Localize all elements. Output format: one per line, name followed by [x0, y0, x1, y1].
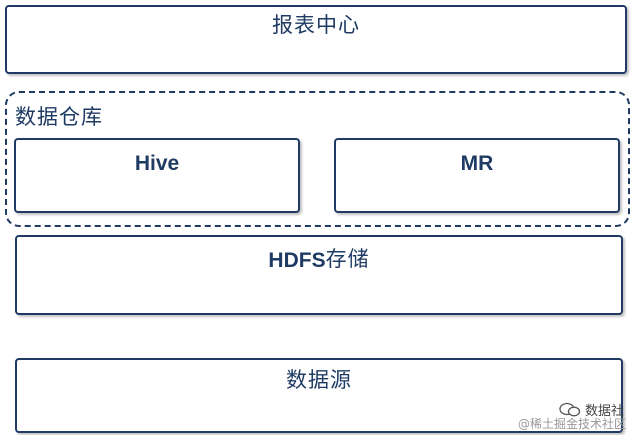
- hive-label: Hive: [134, 152, 180, 175]
- data-warehouse-title: 数据仓库: [15, 105, 103, 129]
- mr-component: MR: [334, 138, 620, 213]
- data-source-label: 数据源: [286, 368, 352, 392]
- mr-label: MR: [460, 152, 494, 175]
- watermark-account: 数据社: [559, 400, 624, 419]
- wechat-icon: [559, 402, 581, 416]
- data-warehouse-container: [5, 91, 630, 227]
- report-center-label: 报表中心: [272, 13, 360, 37]
- hdfs-prefix: HDFS: [268, 249, 326, 272]
- watermark-site: @稀土掘金技术社区: [517, 417, 626, 431]
- hdfs-suffix: 存储: [325, 247, 370, 271]
- data-source-layer: 数据源: [15, 358, 623, 433]
- hive-component: Hive: [14, 138, 300, 213]
- watermark-account-label: 数据社: [584, 404, 624, 419]
- report-center-layer: 报表中心: [5, 5, 627, 74]
